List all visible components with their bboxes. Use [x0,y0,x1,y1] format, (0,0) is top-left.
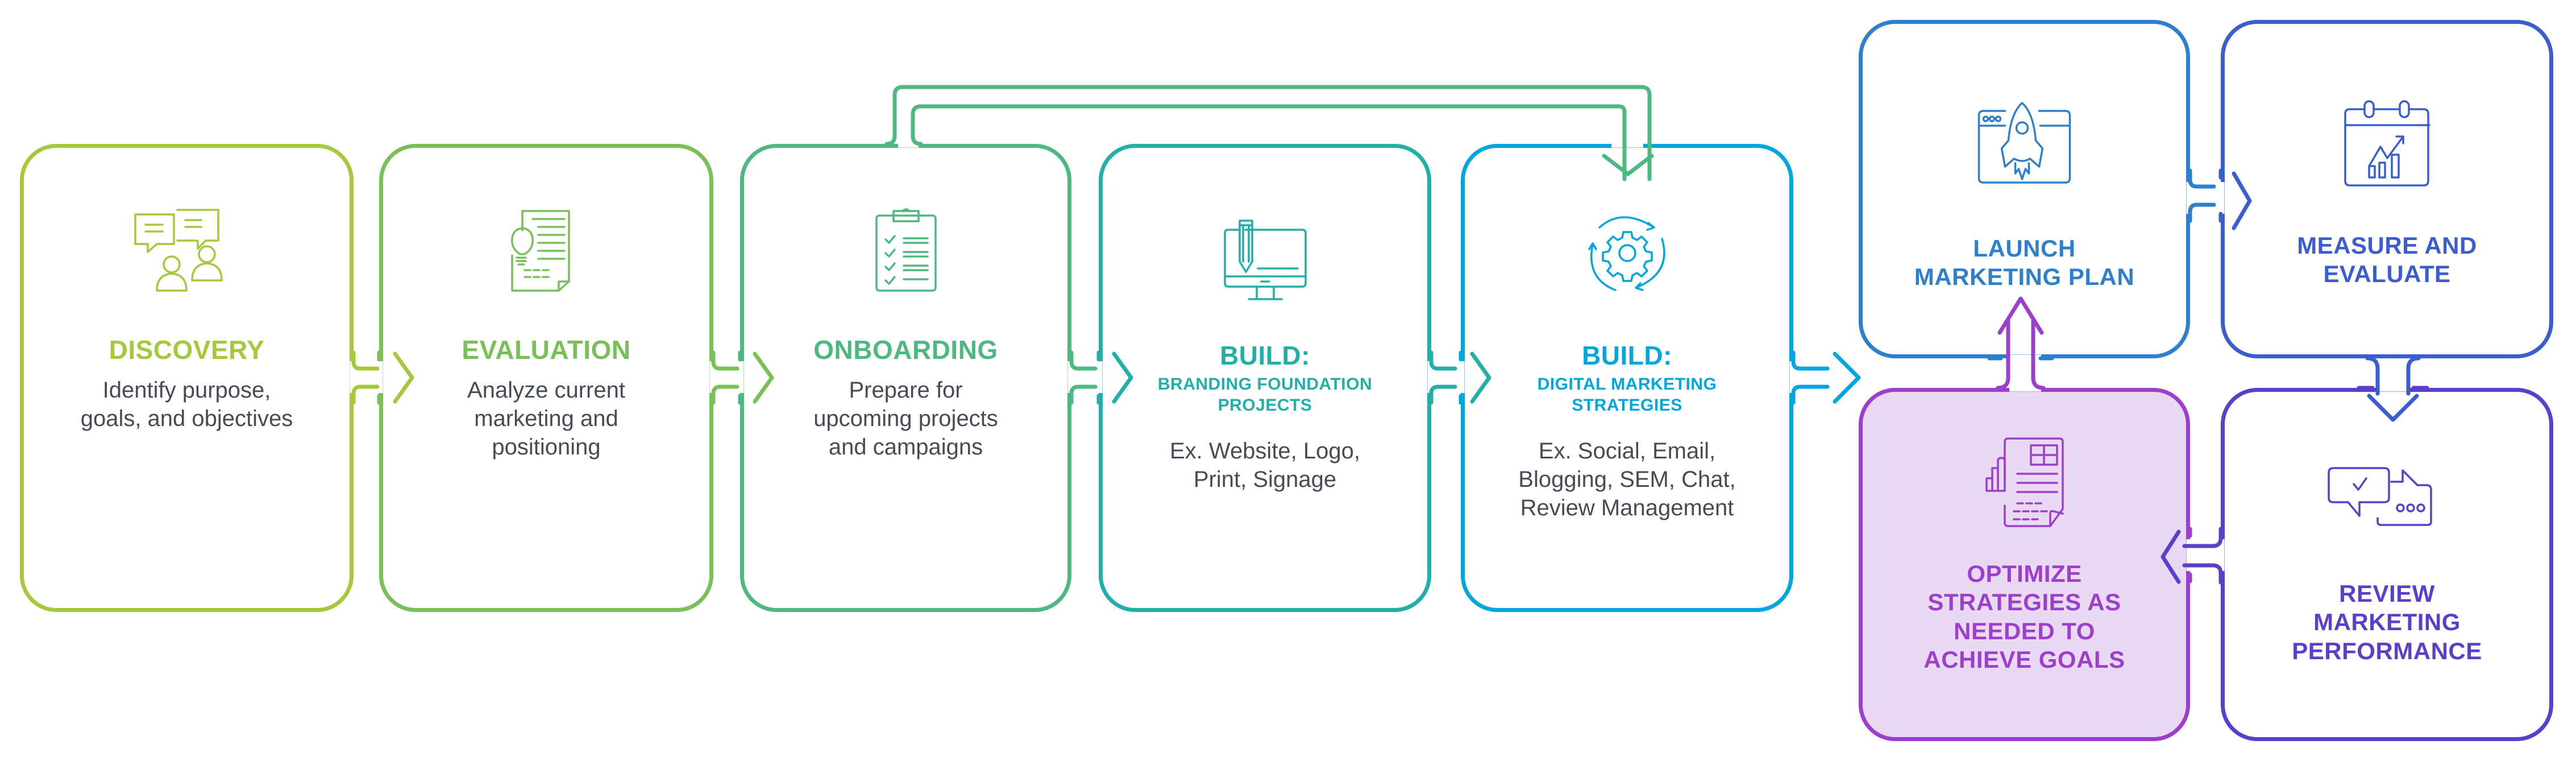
step-measure: MEASURE AND EVALUATE [2221,20,2553,358]
description-line: Print, Signage [1193,466,1337,492]
monitor-pencil-icon [1223,220,1307,300]
step-title: MEASURE AND EVALUATE [2225,231,2549,289]
subtitle-line: DIGITAL MARKETING [1537,374,1717,394]
step-onboarding: ONBOARDING Prepare for upcoming projects… [740,144,1071,612]
step-title: OPTIMIZE STRATEGIES AS NEEDED TO ACHIEVE… [1863,560,2186,675]
description-line: Ex. Social, Email, [1538,438,1716,464]
step-optimize: OPTIMIZE STRATEGIES AS NEEDED TO ACHIEVE… [1859,388,2190,741]
arrow-onboarding-to-branding [1069,350,1098,405]
step-title: LAUNCH MARKETING PLAN [1863,234,2186,292]
description-line: Review Management [1520,495,1734,520]
clipboard-checklist-icon [875,208,937,292]
description-line: Analyze current [467,377,625,403]
title-line: PERFORMANCE [2292,637,2482,664]
document-lightbulb-icon [511,210,570,292]
step-discovery: DISCOVERY Identify purpose, goals, and o… [20,144,354,612]
title-line: MARKETING [2313,609,2461,636]
step-title: DISCOVERY [109,335,265,365]
title-line: MEASURE AND [2297,232,2477,259]
description-line: Ex. Website, Logo, [1170,438,1360,464]
rocket-browser-icon [1977,102,2071,184]
title-line: OPTIMIZE [1967,560,2082,587]
calendar-chart-icon [2344,100,2430,187]
description-line: marketing and [474,406,618,431]
step-description: Analyze current marketing and positionin… [383,376,709,461]
description-line: upcoming projects [813,406,998,431]
report-chart-icon [1985,437,2064,527]
description-line: positioning [492,434,601,460]
step-title: BUILD: [1582,341,1672,370]
step-title: EVALUATION [462,335,631,365]
subtitle-line: STRATEGIES [1572,396,1682,415]
title-line: NEEDED TO [1954,617,2095,644]
arrow-digital-to-launch [1791,350,1861,405]
step-evaluation: EVALUATION Analyze current marketing and… [379,144,713,612]
title-line: MARKETING PLAN [1914,263,2135,291]
title-line: LAUNCH [1973,235,2076,262]
gear-cycle-icon [1588,216,1665,291]
title-line: STRATEGIES AS [1927,589,2121,616]
title-line: EVALUATE [2323,260,2451,288]
step-build-branding: BUILD: BRANDING FOUNDATION PROJECTS Ex. … [1099,144,1431,612]
description-line: Identify purpose, [102,377,271,403]
description-line: Prepare for [849,377,963,403]
step-subtitle: BRANDING FOUNDATION PROJECTS [1103,374,1427,416]
step-title: ONBOARDING [813,335,998,365]
description-line: goals, and objectives [80,406,293,431]
step-description: Ex. Website, Logo, Print, Signage [1103,437,1427,494]
step-title: REVIEW MARKETING PERFORMANCE [2225,580,2549,665]
step-launch: LAUNCH MARKETING PLAN [1859,20,2190,358]
description-line: and campaigns [828,434,983,460]
step-description: Identify purpose, goals, and objectives [24,376,350,433]
subtitle-line: BRANDING FOUNDATION [1157,374,1373,394]
step-review: REVIEW MARKETING PERFORMANCE [2221,388,2553,741]
title-line: ACHIEVE GOALS [1923,646,2125,673]
step-description: Prepare for upcoming projects and campai… [744,376,1067,461]
step-title: BUILD: [1220,341,1310,370]
description-line: Blogging, SEM, Chat, [1518,466,1736,492]
subtitle-line: PROJECTS [1218,396,1312,415]
step-subtitle: DIGITAL MARKETING STRATEGIES [1465,374,1789,416]
discussion-people-icon [134,209,223,292]
step-description: Ex. Social, Email, Blogging, SEM, Chat, … [1465,437,1789,522]
step-build-digital: BUILD: DIGITAL MARKETING STRATEGIES Ex. … [1461,144,1793,612]
chat-bubbles-icon [2327,467,2432,526]
title-line: REVIEW [2339,580,2435,607]
arrow-launch-to-measure [2188,168,2216,223]
